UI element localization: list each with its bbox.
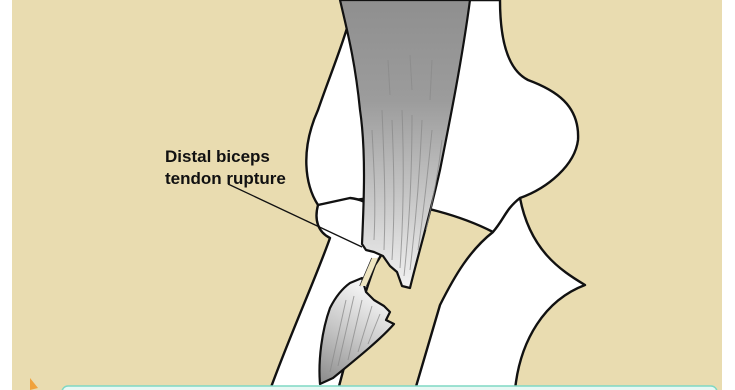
rupture-label-line1: Distal biceps xyxy=(165,147,270,166)
rupture-label-line2: tendon rupture xyxy=(165,169,286,188)
caption-bar xyxy=(62,386,717,390)
